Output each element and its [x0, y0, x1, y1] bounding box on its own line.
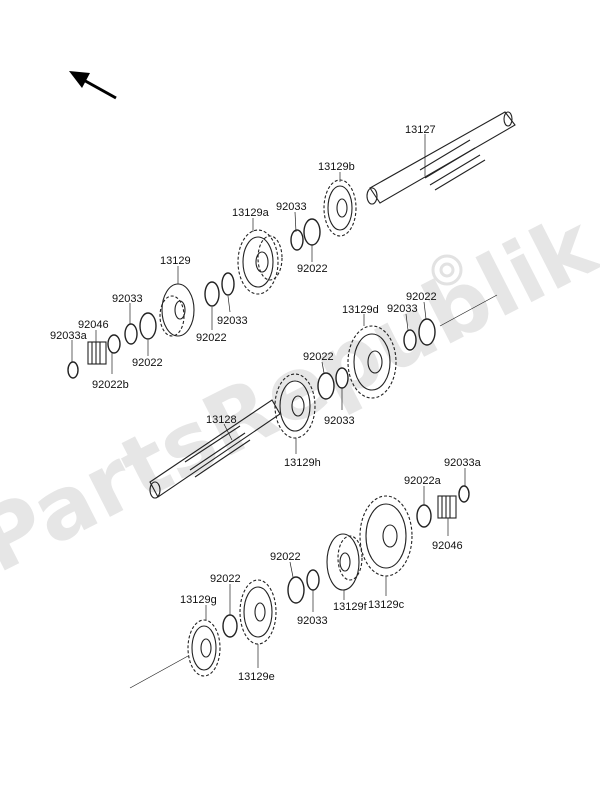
label-13129e[interactable]: 13129e	[238, 671, 275, 683]
circlip-92033a-right[interactable]	[458, 485, 470, 503]
part-labels: 13127 13129b 92033 13129a 92022 13129 92…	[50, 124, 482, 683]
washer-92022-top[interactable]	[303, 218, 321, 246]
gear-13129h[interactable]	[274, 373, 316, 439]
output-shaft-13127[interactable]	[366, 111, 516, 205]
label-13129d[interactable]: 13129d	[342, 304, 379, 316]
label-92022b[interactable]: 92022b	[92, 379, 129, 391]
label-92033-top[interactable]: 92033	[276, 201, 307, 213]
label-92033-left[interactable]: 92033	[112, 293, 143, 305]
label-92022-left[interactable]: 92022	[196, 332, 227, 344]
label-92046-left[interactable]: 92046	[78, 319, 109, 331]
label-92022-lower[interactable]: 92022	[270, 551, 301, 563]
watermark-text: PartsRepublik	[0, 195, 600, 593]
gear-13129f[interactable]	[326, 533, 363, 591]
label-13129b[interactable]: 13129b	[318, 161, 355, 173]
label-13127[interactable]: 13127	[405, 124, 436, 136]
washer-92022-lower-left[interactable]	[222, 614, 238, 638]
label-92033a-right[interactable]: 92033a	[444, 457, 482, 469]
label-13129g[interactable]: 13129g	[180, 594, 217, 606]
leader-lines	[71, 134, 466, 668]
circlip-92033a-left[interactable]	[67, 361, 79, 379]
label-13129c[interactable]: 13129c	[368, 599, 405, 611]
label-92033-mid[interactable]: 92033	[217, 315, 248, 327]
bearing-92046-right[interactable]	[437, 495, 457, 519]
label-92022-top[interactable]: 92022	[297, 263, 328, 275]
label-92033a-left[interactable]: 92033a	[50, 330, 88, 342]
axis-line-lower	[129, 655, 189, 689]
gear-13129g[interactable]	[187, 619, 221, 677]
label-13129h[interactable]: 13129h	[284, 457, 321, 469]
label-92033-right[interactable]: 92033	[387, 303, 418, 315]
circlip-92033-right[interactable]	[403, 329, 417, 351]
washer-92022-right[interactable]	[418, 318, 436, 346]
washer-92022b[interactable]	[107, 334, 121, 354]
gear-13129c[interactable]	[359, 495, 413, 577]
label-92022-center[interactable]: 92022	[303, 351, 334, 363]
circlip-92033-left[interactable]	[124, 323, 138, 345]
watermark-gear-icon	[431, 254, 463, 286]
circlip-92033-lower[interactable]	[306, 569, 320, 591]
label-92033-lower[interactable]: 92033	[297, 615, 328, 627]
label-13129[interactable]: 13129	[160, 255, 191, 267]
washer-92022-lower[interactable]	[287, 576, 305, 604]
circlip-92033-top[interactable]	[290, 229, 304, 251]
gear-13129e[interactable]	[239, 579, 277, 645]
gear-13129[interactable]	[159, 283, 195, 337]
circlip-92033-center[interactable]	[335, 367, 349, 389]
label-92046-right[interactable]: 92046	[432, 540, 463, 552]
washer-92022-center[interactable]	[317, 372, 335, 400]
label-13129f[interactable]: 13129f	[333, 601, 368, 613]
gear-13129a[interactable]	[237, 229, 283, 295]
axis-line-upper	[439, 294, 498, 327]
washer-92022-left[interactable]	[139, 312, 157, 340]
label-92033-center[interactable]: 92033	[324, 415, 355, 427]
label-92022a[interactable]: 92022a	[404, 475, 442, 487]
washer-92022a[interactable]	[416, 504, 432, 528]
label-13129a[interactable]: 13129a	[232, 207, 270, 219]
direction-arrow-icon	[69, 71, 117, 100]
gear-13129b[interactable]	[323, 179, 357, 237]
bearing-92046-left[interactable]	[87, 341, 107, 365]
gear-13129d[interactable]	[347, 325, 397, 399]
label-92022-lower-left[interactable]: 92022	[210, 573, 241, 585]
label-92022-right[interactable]: 92022	[406, 291, 437, 303]
label-13128[interactable]: 13128	[206, 414, 237, 426]
input-shaft-13128[interactable]	[149, 399, 281, 499]
washer-92022-mid-top[interactable]	[204, 272, 235, 307]
label-92022-mid[interactable]: 92022	[132, 357, 163, 369]
